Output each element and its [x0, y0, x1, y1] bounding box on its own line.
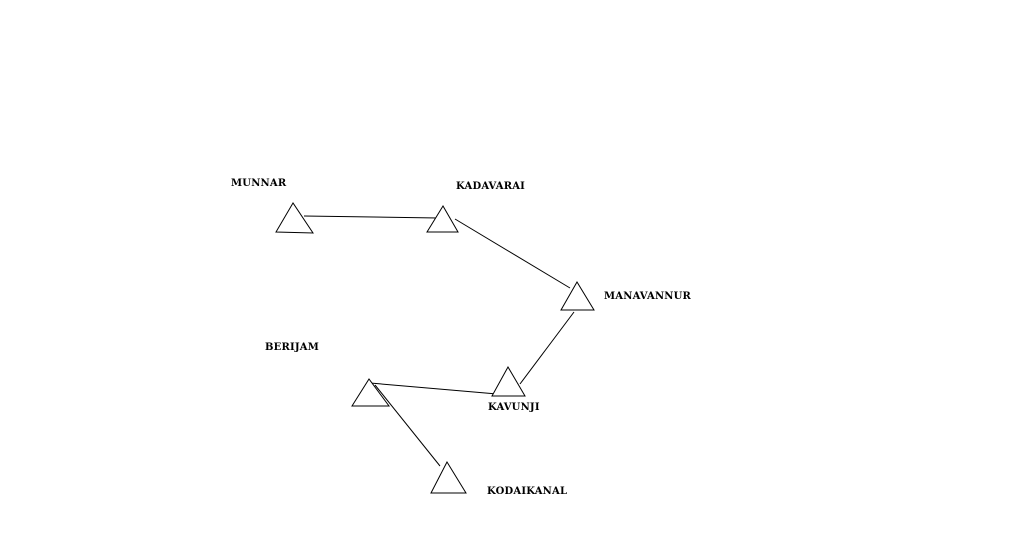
label-berijam: BERIJAM [265, 342, 319, 353]
label-kavunji: KAVUNJI [488, 402, 540, 413]
kodaikanal-peak-icon [430, 460, 467, 494]
route-kadavarai-manavannur [454, 218, 571, 289]
label-manavannur: MANAVANNUR [604, 291, 692, 302]
route-manavannur-kavunji [519, 311, 575, 385]
label-kodaikanal: KODAIKANAL [487, 486, 567, 497]
manavannur-peak-icon [560, 281, 595, 311]
munnar-peak-icon [275, 202, 314, 234]
route-munnar-kadavarai [303, 215, 439, 219]
route-kavunji-berijam [369, 382, 498, 395]
label-kadavarai: KADAVARAI [456, 181, 525, 192]
kadavarai-peak-icon [426, 205, 459, 233]
kavunji-peak-icon [491, 365, 526, 397]
route-berijam-kodaikanal [374, 384, 441, 467]
label-munnar: MUNNAR [231, 178, 287, 189]
berijam-peak-icon [351, 378, 390, 407]
